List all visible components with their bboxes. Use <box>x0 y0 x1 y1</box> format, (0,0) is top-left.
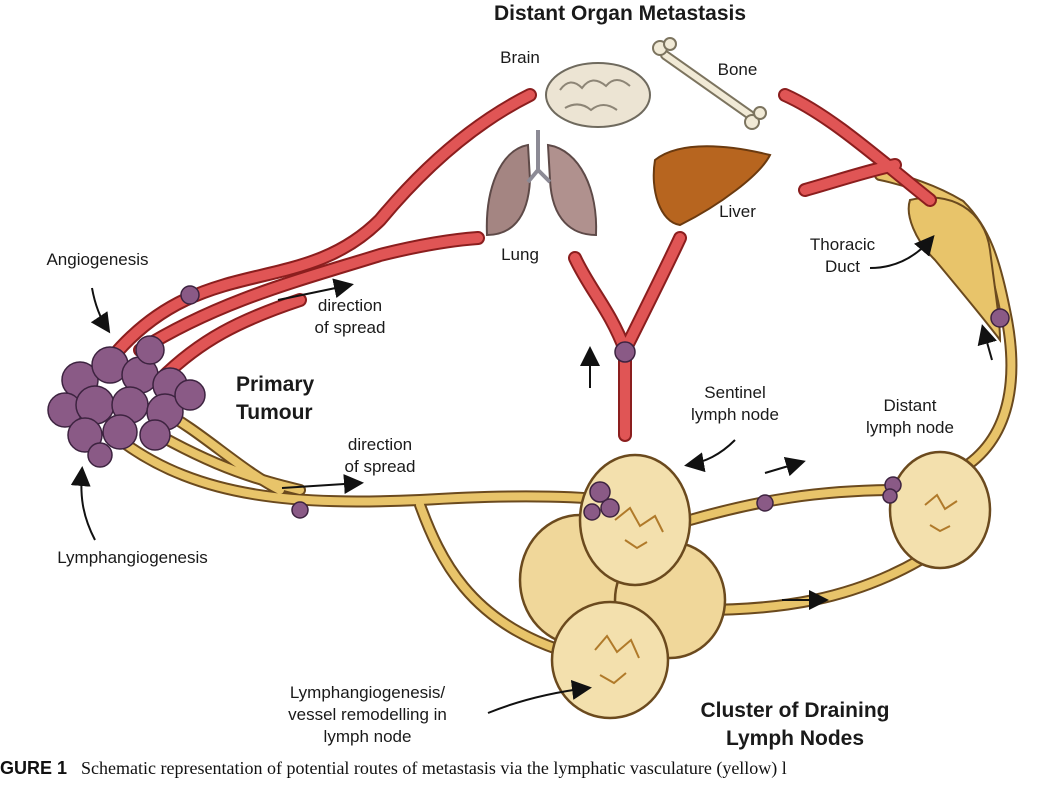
arrow-direction-lower <box>281 474 364 495</box>
liver-illustration <box>652 145 772 227</box>
cluster-line-2: Lymph Nodes <box>725 727 865 750</box>
label-lymphangiogenesis: Lymphangiogenesis <box>57 548 208 567</box>
distant-lymph-node <box>888 450 992 570</box>
bone-illustration <box>652 37 767 130</box>
primary-tumour-line-2: Tumour <box>236 401 313 424</box>
blood-vessels <box>103 88 937 442</box>
arrow-duct-up <box>977 324 997 361</box>
label-lung: Lung <box>501 245 539 264</box>
thoracic-duct-shape <box>907 196 1002 344</box>
brain-illustration <box>545 62 651 128</box>
primary-tumour-line-1: Primary <box>236 373 315 396</box>
caption-prefix: GURE 1 <box>0 758 68 778</box>
primary-tumour-mass <box>47 335 206 468</box>
direction-lower-line-2: of spread <box>344 457 416 476</box>
annotation-arrows <box>70 234 997 714</box>
thoracic-duct-line-1: Thoracic <box>809 235 876 254</box>
direction-lower-line-1: direction <box>347 435 413 454</box>
caption-text: Schematic representation of potential ro… <box>81 758 787 778</box>
arrow-lymph-right <box>764 456 806 477</box>
remodelling-line-2: vessel remodelling in <box>288 705 447 724</box>
sentinel-line-1: Sentinel <box>704 383 766 402</box>
arrow-direction-upper <box>277 278 354 301</box>
arrow-sentinel <box>684 439 736 473</box>
migrating-tumour-cells <box>180 285 1010 521</box>
label-brain: Brain <box>500 48 540 67</box>
label-bone: Bone <box>717 60 758 79</box>
remodelling-line-1: Lymphangiogenesis/ <box>289 683 446 702</box>
sentinel-lymph-node <box>578 453 692 587</box>
remodelling-vessel-pattern <box>594 634 640 685</box>
figure-caption: GURE 1 Schematic representation of potent… <box>0 758 1056 782</box>
label-liver: Liver <box>719 202 756 221</box>
direction-upper-line-1: direction <box>317 296 383 315</box>
lung-illustration <box>485 130 598 237</box>
arrow-remodelling <box>487 679 592 714</box>
arrow-thoracic-duct <box>869 234 935 269</box>
diagram-title: Distant Organ Metastasis <box>493 2 747 25</box>
arrow-lymphangiogenesis <box>70 466 96 541</box>
distant-node-line-1: Distant <box>883 396 937 415</box>
cluster-line-1: Cluster of Draining <box>700 699 890 722</box>
direction-upper-line-2: of spread <box>314 318 386 337</box>
label-angiogenesis: Angiogenesis <box>46 250 149 269</box>
arrow-angiogenesis <box>90 287 111 334</box>
thoracic-duct-line-2: Duct <box>825 257 860 276</box>
remodelling-line-3: lymph node <box>323 727 412 746</box>
distant-node-line-2: lymph node <box>866 418 954 437</box>
sentinel-line-2: lymph node <box>691 405 779 424</box>
